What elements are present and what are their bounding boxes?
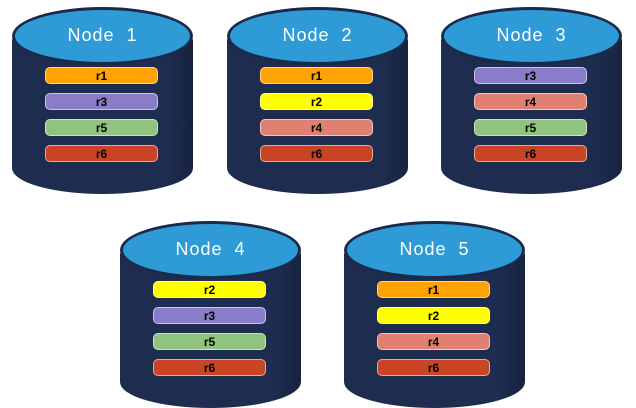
replica-bar: r6 bbox=[260, 145, 373, 162]
replica-bar: r4 bbox=[260, 119, 373, 136]
node-2-database-cylinder: Node 2 r1 r2 r4 r6 bbox=[227, 7, 408, 194]
cylinder-top-ellipse: Node 1 bbox=[12, 7, 193, 65]
replica-list: r1 r3 r5 r6 bbox=[45, 67, 158, 171]
replica-bar: r1 bbox=[45, 67, 158, 84]
replica-bar: r2 bbox=[377, 307, 490, 324]
replica-bar: r3 bbox=[45, 93, 158, 110]
cylinder-top-ellipse: Node 3 bbox=[441, 7, 622, 65]
node-title: Node 5 bbox=[399, 238, 470, 259]
replica-bar: r1 bbox=[377, 281, 490, 298]
cylinder-top-ellipse: Node 2 bbox=[227, 7, 408, 65]
replica-list: r2 r3 r5 r6 bbox=[153, 281, 266, 385]
replica-list: r1 r2 r4 r6 bbox=[260, 67, 373, 171]
cylinder-top-ellipse: Node 4 bbox=[120, 221, 301, 279]
node-title: Node 1 bbox=[67, 24, 138, 45]
replica-list: r1 r2 r4 r6 bbox=[377, 281, 490, 385]
replica-bar: r3 bbox=[474, 67, 587, 84]
replica-bar: r3 bbox=[153, 307, 266, 324]
replica-bar: r6 bbox=[153, 359, 266, 376]
replica-bar: r5 bbox=[474, 119, 587, 136]
node-4-database-cylinder: Node 4 r2 r3 r5 r6 bbox=[120, 221, 301, 408]
replica-list: r3 r4 r5 r6 bbox=[474, 67, 587, 171]
replica-bar: r6 bbox=[474, 145, 587, 162]
node-title: Node 3 bbox=[496, 24, 567, 45]
node-1-database-cylinder: Node 1 r1 r3 r5 r6 bbox=[12, 7, 193, 194]
replica-bar: r1 bbox=[260, 67, 373, 84]
replica-bar: r6 bbox=[377, 359, 490, 376]
replica-bar: r2 bbox=[153, 281, 266, 298]
node-5-database-cylinder: Node 5 r1 r2 r4 r6 bbox=[344, 221, 525, 408]
replica-bar: r2 bbox=[260, 93, 373, 110]
node-3-database-cylinder: Node 3 r3 r4 r5 r6 bbox=[441, 7, 622, 194]
node-title: Node 2 bbox=[282, 24, 353, 45]
node-title: Node 4 bbox=[175, 238, 246, 259]
replica-bar: r4 bbox=[474, 93, 587, 110]
replica-bar: r6 bbox=[45, 145, 158, 162]
replica-bar: r5 bbox=[153, 333, 266, 350]
replica-bar: r4 bbox=[377, 333, 490, 350]
replica-bar: r5 bbox=[45, 119, 158, 136]
cylinder-top-ellipse: Node 5 bbox=[344, 221, 525, 279]
